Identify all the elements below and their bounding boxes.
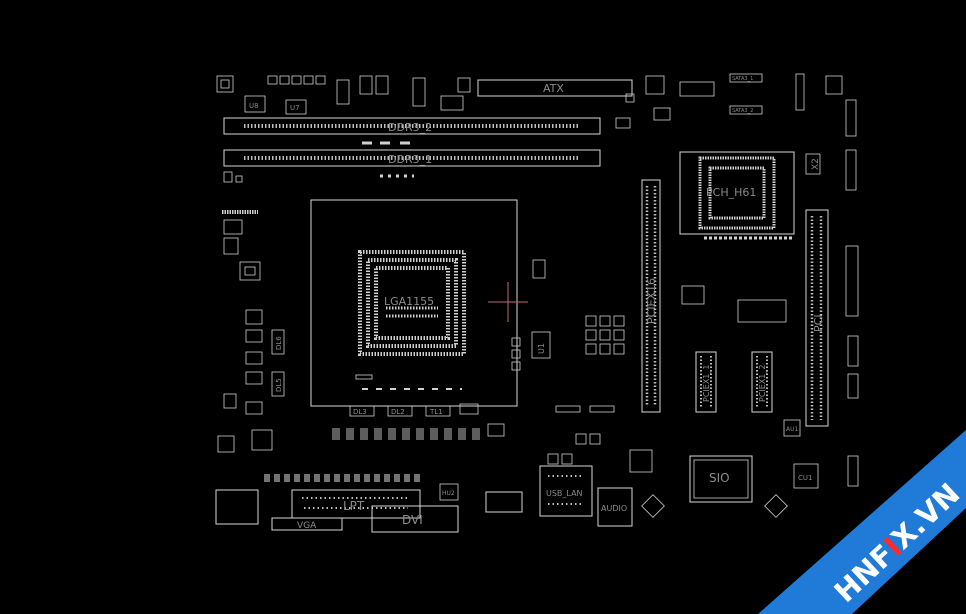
dl3-label: DL3 — [353, 408, 367, 416]
u1-label: U1 — [537, 343, 546, 354]
ddr3-1-label: DDR3_1 — [388, 153, 432, 166]
audio-label: AUDIO — [601, 504, 627, 513]
u7-label: U7 — [290, 104, 300, 112]
bottom-socket-parts: DL3 DL2 TL1 — [332, 403, 505, 440]
watermark-banner: HNF I X.VN — [758, 430, 966, 614]
pci-label: PCI — [812, 314, 825, 332]
sata3-2-label: SATA3_2 — [732, 108, 753, 114]
dvi-label: DVI — [402, 513, 423, 527]
sio-label: SIO — [709, 471, 730, 485]
pciex16-label: PCIEX16 — [645, 278, 658, 324]
x2-label: X2 — [811, 158, 821, 170]
cu1-label: CU1 — [798, 474, 812, 482]
ddr3-slots: DDR3_2 DDR3_1 — [223, 117, 601, 178]
atx-label: ATX — [543, 82, 564, 95]
top-left-components: U8 U7 — [216, 75, 471, 115]
dl2-label: DL2 — [391, 408, 405, 416]
u8-label: U8 — [249, 102, 259, 110]
left-components: DL6 DL5 — [217, 171, 285, 453]
ddr3-slot-2 — [223, 117, 601, 135]
socket-pin-grid — [358, 250, 466, 356]
tl1-label: TL1 — [429, 408, 443, 416]
dl5-label: DL5 — [275, 378, 283, 392]
pch-chip: PCH_H61 X2 — [679, 151, 821, 240]
dl6-label: DL6 — [275, 336, 283, 350]
hu2-label: HU2 — [442, 490, 455, 497]
right-components: AU1 CU1 — [783, 149, 859, 489]
ddr3-slot-1 — [223, 149, 601, 167]
sio-chip: SIO — [629, 449, 788, 518]
cpu-socket: LGA1155 — [310, 199, 528, 407]
vrm-components: U1 — [511, 259, 625, 465]
pciex1-1-label: PCIEX1_1 — [702, 365, 711, 402]
sata3-1-label: SATA3_1 — [732, 76, 753, 82]
pciex1-slots: PCIEX1_1 PCIEX1_2 — [681, 285, 787, 413]
pciex1-2-label: PCIEX1_2 — [758, 365, 767, 402]
pci-slot: PCI — [805, 209, 829, 427]
lpt-label: LPT — [343, 499, 365, 513]
au1-label: AU1 — [786, 426, 798, 433]
pciex16-slot: PCIEX16 — [641, 179, 661, 413]
vga-label: VGA — [297, 521, 317, 531]
rear-io: LPT VGA DVI HU2 USB_LAN AUDIO — [215, 465, 633, 533]
atx-connector: ATX — [477, 79, 635, 103]
ddr3-2-label: DDR3_2 — [388, 121, 432, 134]
usb-lan-label: USB_LAN — [546, 489, 583, 498]
top-right-components: SATA3_1 SATA3_2 — [615, 73, 857, 137]
cpu-socket-label: LGA1155 — [384, 295, 434, 308]
pch-label: PCH_H61 — [706, 186, 756, 199]
